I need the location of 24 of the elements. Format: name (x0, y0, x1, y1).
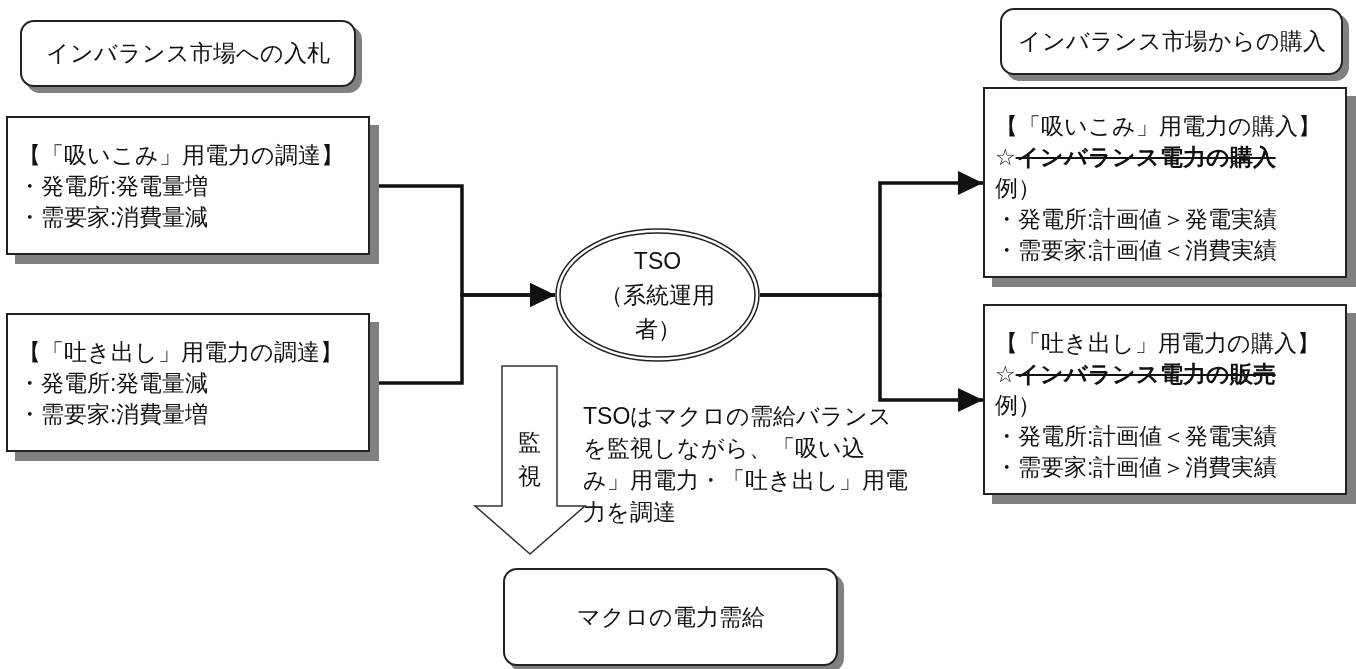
box-heading: 【「吐き出し」用電力の調達】 (18, 338, 344, 367)
node-label: マクロの電力需給 (576, 602, 765, 632)
box-text-line: ☆インバランス電力の購入 (995, 143, 1277, 172)
box-heading: 【「吸いこみ」用電力の購入】 (995, 112, 1322, 141)
box-text-line: 例） (995, 391, 1042, 420)
box-text-line: ・需要家:計画値＜消費実績 (995, 236, 1279, 265)
box-text-line: ・発電所:発電量減 (18, 369, 210, 398)
node-title: TSO (632, 247, 683, 276)
box-text-line: ・需要家:消費量減 (18, 203, 210, 232)
node-label: インバランス市場からの購入 (1017, 27, 1326, 56)
box-text-line: ・発電所:計画値＜発電実績 (995, 422, 1279, 451)
box-text-line: ☆インバランス電力の販売 (995, 360, 1277, 389)
box-text-line: ・需要家:消費量増 (18, 400, 210, 429)
node-label: インバランス市場への入札 (46, 39, 330, 68)
box-heading: 【「吸いこみ」用電力の調達】 (18, 141, 345, 170)
arrow (760, 293, 983, 412)
box-text-line: ・需要家:計画値＞消費実績 (995, 453, 1279, 482)
node-subtitle: （系統運用者） (600, 281, 715, 344)
box-text-line: 例） (995, 174, 1042, 203)
note-text: TSOはマクロの需給バランスを監視しながら、「吸い込み」用電力・「吐き出し」用電力を調達 (583, 402, 908, 527)
box-text-line: ・発電所:計画値＞発電実績 (995, 205, 1279, 234)
box-text-line: ・発電所:発電量増 (18, 172, 210, 201)
tso-ellipse (555, 228, 760, 362)
box-heading: 【「吐き出し」用電力の購入】 (995, 329, 1321, 358)
